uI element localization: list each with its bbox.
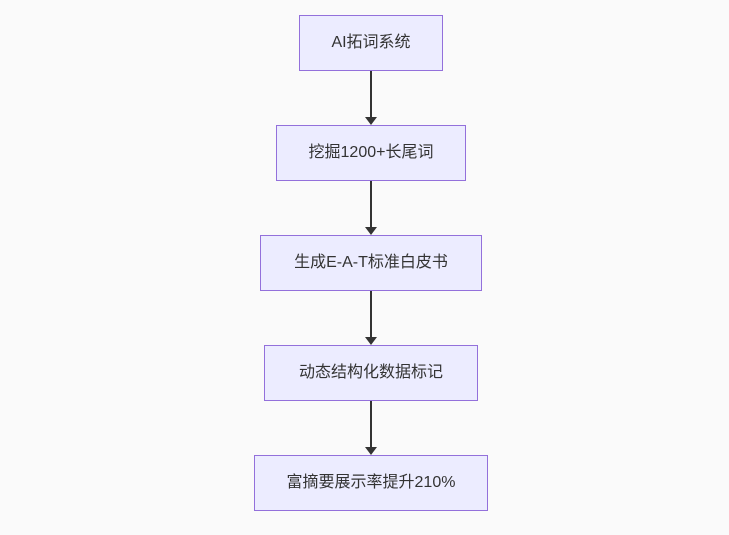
edge-line — [370, 181, 372, 227]
edge-connector-4 — [365, 401, 377, 455]
arrow-down-icon — [365, 337, 377, 345]
flow-node-longtail-mining: 挖掘1200+长尾词 — [276, 125, 466, 181]
arrow-down-icon — [365, 227, 377, 235]
edge-line — [370, 71, 372, 117]
arrow-down-icon — [365, 447, 377, 455]
edge-line — [370, 401, 372, 447]
flowchart: AI拓词系统 挖掘1200+长尾词 生成E-A-T标准白皮书 动态结构化数据标记… — [254, 15, 488, 511]
edge-line — [370, 291, 372, 337]
edge-connector-3 — [365, 291, 377, 345]
flow-node-ai-word-expansion: AI拓词系统 — [299, 15, 443, 71]
edge-connector-2 — [365, 181, 377, 235]
arrow-down-icon — [365, 117, 377, 125]
flow-node-rich-snippet-result: 富摘要展示率提升210% — [254, 455, 488, 511]
edge-connector-1 — [365, 71, 377, 125]
flow-node-eat-whitepaper: 生成E-A-T标准白皮书 — [260, 235, 482, 291]
flow-node-structured-data-markup: 动态结构化数据标记 — [264, 345, 478, 401]
